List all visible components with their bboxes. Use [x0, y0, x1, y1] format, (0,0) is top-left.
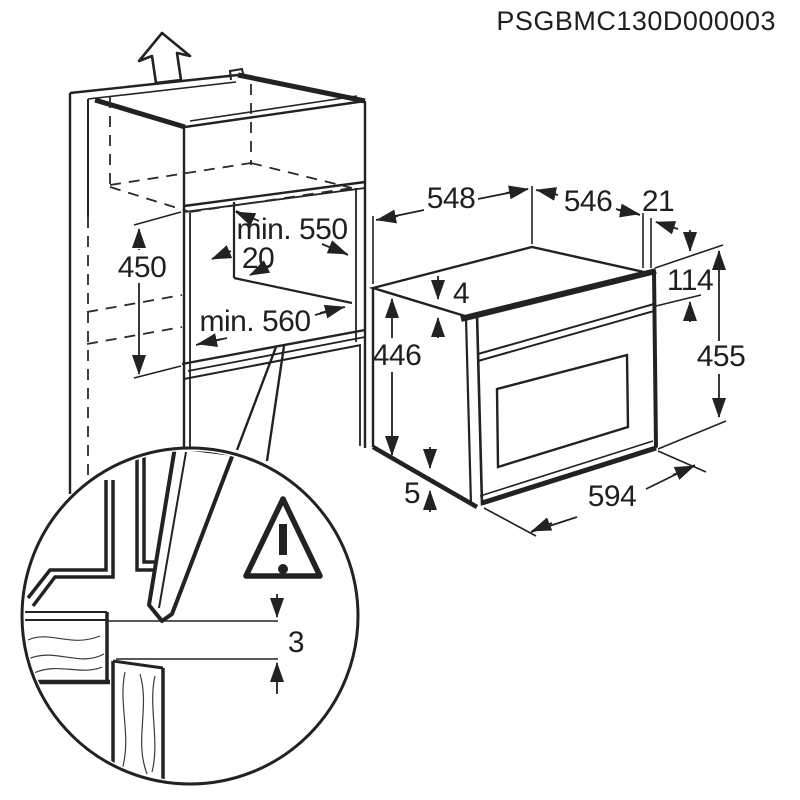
detail-circle-diagram: 3	[20, 446, 360, 786]
dim-top-depth: 548	[372, 182, 533, 284]
dim-rear-gap: 20	[211, 242, 275, 276]
dim-label-21: 21	[642, 185, 674, 218]
oven-front-face	[475, 268, 658, 506]
dim-niche-depth: min. 550	[235, 210, 349, 256]
dim-label-114: 114	[667, 264, 713, 297]
cabinet-diagram: 450 min. 550 20 min. 560	[68, 31, 367, 494]
document-code: PSGBMC130D000003	[496, 6, 776, 36]
dim-front-width: 594	[483, 450, 707, 537]
dim-niche-width: min. 560	[195, 304, 346, 347]
cabinet-top-rim	[69, 72, 366, 130]
dim-label-4: 4	[453, 277, 469, 310]
warning-triangle-icon	[243, 496, 323, 579]
dim-label-min550: min. 550	[236, 213, 347, 246]
dim-top-width: 546	[535, 185, 644, 268]
cabinet-hidden-edges	[86, 84, 353, 345]
dim-label-20: 20	[242, 242, 274, 275]
dim-label-546: 546	[564, 185, 613, 218]
dim-front-height: 455	[657, 250, 746, 450]
dim-front-top-height: 114	[654, 230, 724, 322]
dim-label-594: 594	[588, 480, 637, 513]
dim-label-min560: min. 560	[199, 305, 310, 338]
dim-label-446: 446	[373, 339, 422, 372]
detail-section	[25, 451, 278, 781]
up-arrow-icon	[137, 31, 192, 85]
dim-body-height: 446	[373, 298, 422, 456]
detail-leader-line	[235, 346, 278, 451]
oven-diagram: 548 546 21 4 446	[368, 182, 746, 537]
dim-rear-top-offset: 21	[642, 185, 679, 268]
dim-bottom-clearance: 5	[404, 447, 437, 512]
dim-label-548: 548	[427, 182, 476, 215]
detail-leader-line	[265, 345, 286, 462]
cabinet-side-panel	[68, 93, 89, 494]
dim-label-3: 3	[288, 626, 304, 659]
oven-door-window	[495, 353, 630, 469]
dim-label-455: 455	[697, 340, 746, 373]
dim-top-clearance: 4	[431, 276, 470, 338]
cabinet-niche-opening	[181, 101, 367, 450]
dim-label-5: 5	[404, 477, 420, 510]
dim-niche-height: 450	[118, 211, 182, 379]
dim-front-gap: 3	[270, 594, 305, 694]
dim-label-450: 450	[118, 251, 167, 284]
